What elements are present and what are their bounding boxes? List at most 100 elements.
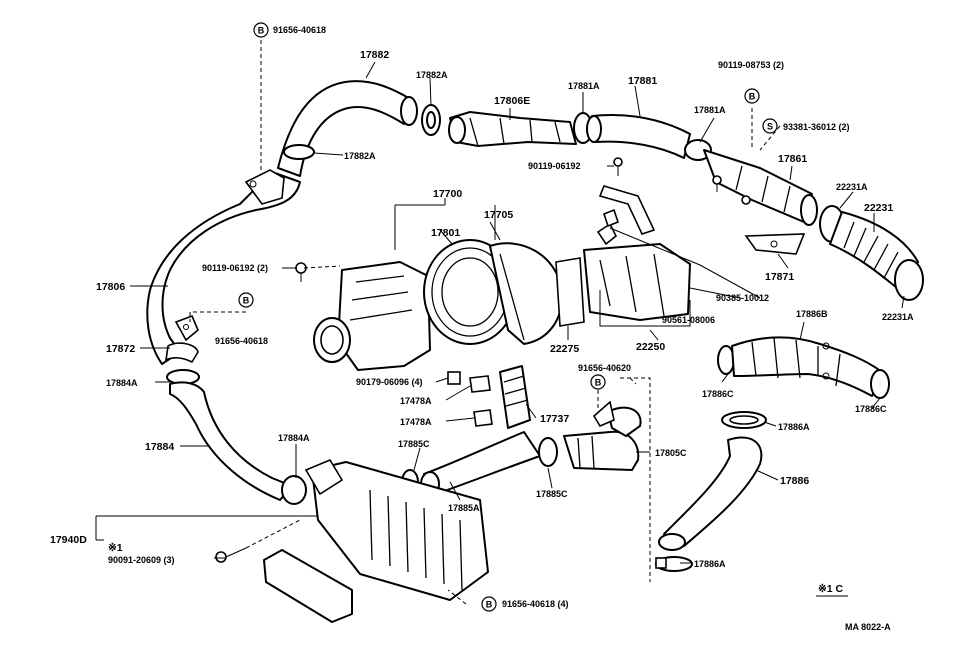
hose-17886 [658,436,763,551]
label-17882A-mid: 17882A [344,151,376,161]
label-17705: 17705 [484,209,513,221]
label-17861: 17861 [778,153,807,165]
bracket-17478A-1 [469,375,491,393]
bracket-17478A-2 [473,409,493,427]
label-22250: 22250 [636,341,665,353]
symbol-b-bottom: B [481,596,497,612]
bracket-17872 [174,314,199,342]
figure-code: MA 8022-A [845,622,891,632]
svg-text:B: B [258,26,265,36]
svg-text:B: B [595,378,602,388]
label-90179-06096: 90179-06096 (4) [356,377,423,387]
label-17881A-right: 17881A [694,105,726,115]
label-17886C-right: 17886C [855,404,887,414]
dashed-lines [189,40,781,605]
label-90119-08753: 90119-08753 (2) [718,60,784,70]
label-17885C-bottom: 17885C [536,489,568,499]
bolt-90091 [215,547,247,563]
label-22231: 22231 [864,202,893,214]
label-17885A: 17885A [448,503,480,513]
label-17882A-top: 17882A [416,70,448,80]
label-22231A-top: 22231A [836,182,868,192]
hose-17884 [164,342,307,505]
part-labels: 91656-40618 17882 17882A 17882A 17806E 1… [50,25,914,632]
filter-element-17801 [423,239,517,345]
pipe-17861 [703,149,818,226]
symbol-s-93381: S [762,118,778,134]
air-cleaner-case [313,261,431,371]
label-17885C-top: 17885C [398,439,430,449]
label-17872: 17872 [106,343,135,355]
leader-lines [95,61,905,564]
label-note-1c: ※1 C [818,583,844,595]
label-90119-06192-top: 90119-06192 [528,161,581,171]
symbol-b-top: B [253,22,269,38]
svg-text:B: B [486,600,493,610]
svg-text:B: B [749,92,756,102]
label-17478A-1: 17478A [400,396,432,406]
clamp-17882A-mid [283,144,315,160]
clamp-17886A-bot [655,556,693,572]
hose-22231 [819,205,924,301]
label-90119-06192-left: 90119-06192 (2) [202,263,268,273]
label-17805C: 17805C [655,448,687,458]
label-91656-40620: 91656-40620 [578,363,631,373]
label-17700: 17700 [433,188,462,200]
label-22275: 22275 [550,343,579,355]
svg-text:S: S [767,122,773,132]
symbol-b-90119-08753: B [744,88,760,104]
meter-22250 [583,185,691,321]
hose-17886B [717,336,890,399]
label-91656-40618-bottom: 91656-40618 (4) [502,599,569,609]
pipe-17806E [448,111,577,147]
label-22231A-bottom: 22231A [882,312,914,322]
label-17801: 17801 [431,227,460,239]
label-90385-10012: 90385-10012 [716,293,769,303]
label-17886A-bottom: 17886A [694,559,726,569]
label-17806: 17806 [96,281,125,293]
label-17940D: 17940D [50,534,87,546]
gasket-22275 [555,257,585,327]
label-17881A-left: 17881A [568,81,600,91]
hose-17805C [563,400,642,471]
symbol-b-40620: B [590,374,606,390]
label-91656-40618-top: 91656-40618 [273,25,326,35]
hose-17885A [420,431,541,497]
label-17884A-left: 17884A [106,378,138,388]
clip-90179 [447,371,461,385]
svg-text:B: B [243,296,250,306]
label-17884: 17884 [145,441,174,453]
clamp-17886A-top [721,411,767,429]
label-note-1: ※1 [108,542,123,554]
label-17886B: 17886B [796,309,828,319]
label-17737: 17737 [540,413,569,425]
intercooler-17940D [304,458,489,601]
symbol-b-mid: B [238,292,254,308]
bolt-90119-06192-top [613,157,623,176]
hose-17881 [586,113,691,159]
label-17806E: 17806E [494,95,530,107]
label-17886A-top: 17886A [778,422,810,432]
bolt-90119-06192-left [295,262,307,282]
cover-plate [263,549,353,623]
bracket-17871 [744,233,806,255]
label-17881: 17881 [628,75,657,87]
label-93381-36012: 93381-36012 (2) [783,122,850,132]
label-17886: 17886 [780,475,809,487]
label-17884A-bottom: 17884A [278,433,310,443]
label-17871: 17871 [765,271,794,283]
resonator-17737 [499,365,531,429]
bolt-90385 [712,175,722,192]
clamp-17882A-top [421,104,441,136]
hose-17882 [277,80,418,177]
clamp-17885C-bot [538,437,558,467]
label-17478A-2: 17478A [400,417,432,427]
label-90561-08006: 90561-08006 [662,315,715,325]
label-91656-40618-mid: 91656-40618 [215,336,268,346]
clamp-17881A-right [684,139,712,161]
label-17886C-left: 17886C [702,389,734,399]
label-90091-20609: 90091-20609 (3) [108,555,175,565]
tube-17806 [146,169,301,365]
label-17882: 17882 [360,49,389,61]
